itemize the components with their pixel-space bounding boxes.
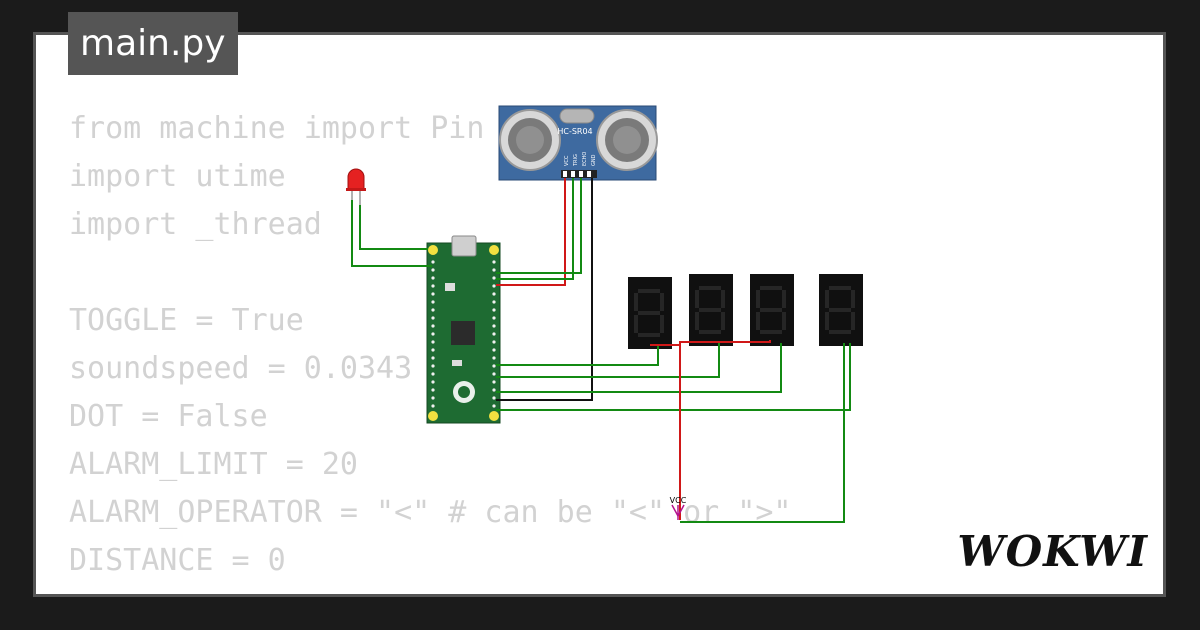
sensor-pin-label: TRIG [573,154,579,167]
code-line: DISTANCE = 0 [69,543,286,578]
pico-board[interactable] [426,235,501,424]
code-preview: from machine import Pin import utime impor… [69,105,792,594]
seven-segment-display-2[interactable] [689,274,733,346]
ultrasonic-sensor[interactable]: HC-SR04 VCC TRIG ECHO GND [498,105,658,181]
seven-segment-display-1[interactable] [628,277,672,349]
code-line: import utime [69,159,286,194]
sensor-pin-label: GND [591,154,597,166]
code-line: BLINK_DELAY = 0.5 [69,585,791,594]
seven-segment-display-3[interactable] [750,274,794,346]
wires [351,178,851,523]
vcc-label: VCC [670,496,687,505]
code-line: ALARM_LIMIT = 20 [69,447,358,482]
transducer-right [596,109,658,171]
wokwi-logo: WOKWI [957,527,1148,576]
sensor-pin-label: ECHO [582,152,588,166]
code-line: from machine import Pin [69,111,485,146]
led[interactable] [346,168,366,205]
code-line: TOGGLE = True [69,303,304,338]
seven-segment-display-4[interactable] [819,274,863,346]
code-line: ALARM_OPERATOR = "<" # can be "<" or ">" [69,495,792,530]
sensor-model-label: HC-SR04 [557,127,592,136]
code-line: DOT = False [69,399,268,434]
sensor-pin-label: VCC [564,155,570,166]
code-line: soundspeed = 0.0343 [69,351,413,386]
vcc-power-marker[interactable]: VCC [670,496,687,520]
code-line: import _thread [69,207,322,242]
file-tab[interactable]: main.py [68,12,238,75]
transducer-left [499,109,561,171]
